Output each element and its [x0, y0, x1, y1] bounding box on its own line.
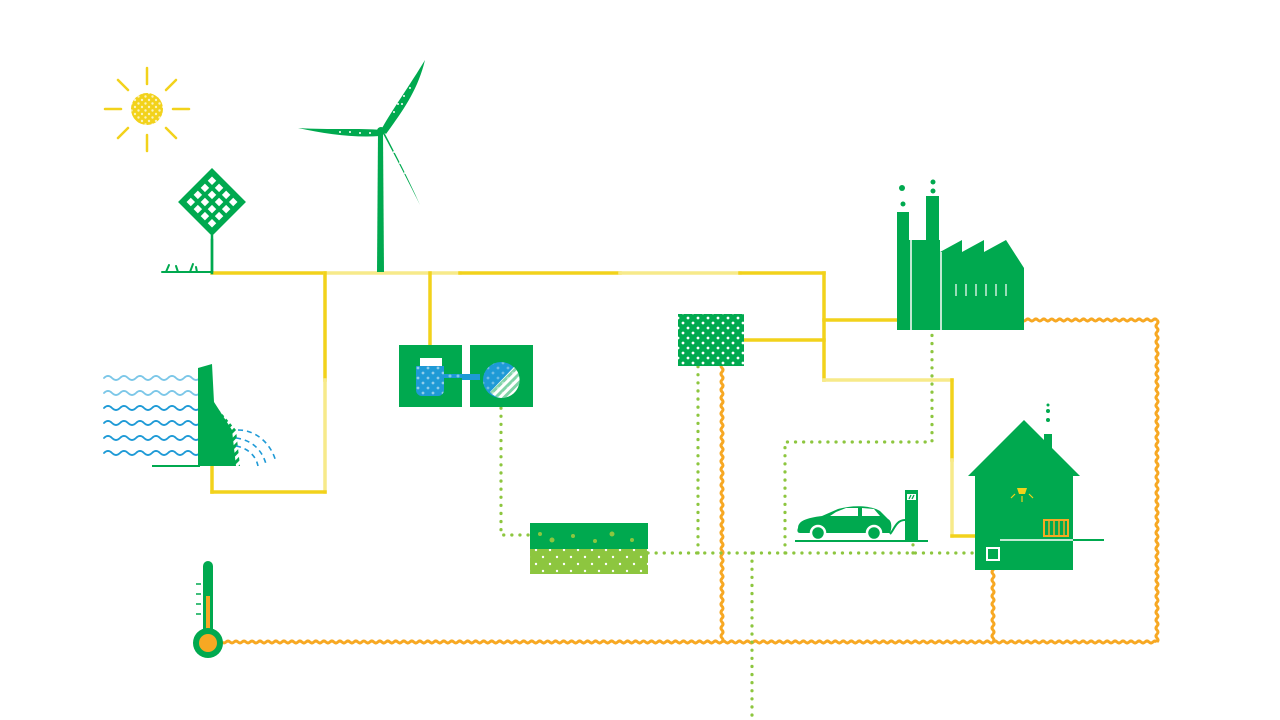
heat-line-right [1154, 318, 1160, 644]
electrolysis-icon [399, 345, 470, 407]
heat-line-factory [1016, 317, 1159, 323]
thermometer-icon [193, 561, 223, 658]
wind-turbine-icon [298, 60, 425, 272]
charger-icon [889, 490, 918, 541]
radiator-icon [1043, 519, 1069, 537]
heat-line-bottom [220, 639, 1159, 645]
heat-line-house [990, 564, 996, 644]
underground-storage-icon [530, 523, 648, 574]
gas-lines [499, 328, 992, 720]
house-icon [968, 403, 1104, 570]
sun-icon [103, 66, 191, 153]
solar-panel-icon [161, 168, 246, 273]
lamp-icon [1010, 488, 1034, 502]
storage-block-icon [678, 314, 744, 366]
water-wave-1 [103, 375, 201, 381]
heat-line-storage [719, 358, 725, 644]
tank-icon [462, 345, 533, 407]
electricity-lines [210, 238, 1024, 550]
dam-icon [103, 364, 277, 467]
factory-icon [897, 179, 1024, 330]
